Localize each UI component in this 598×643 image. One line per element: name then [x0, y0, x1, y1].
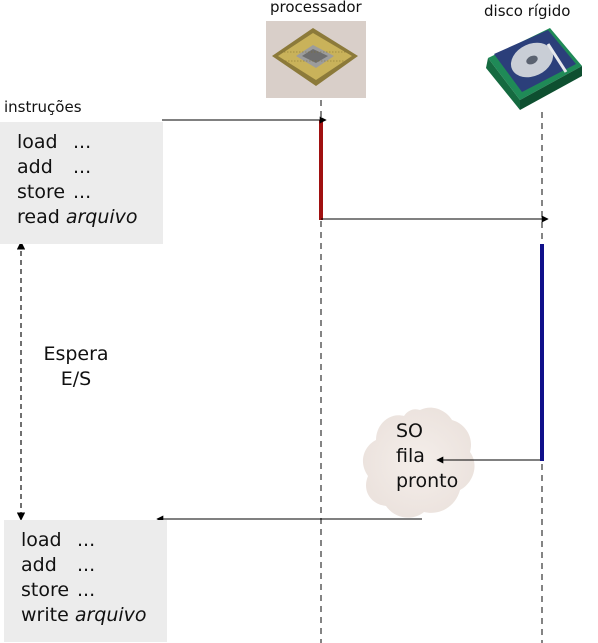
- code-line: store...: [17, 181, 92, 203]
- os-ready-queue-label: SO fila pronto: [396, 420, 459, 492]
- disk-label: disco rígido: [484, 2, 571, 20]
- code-line: add...: [21, 554, 96, 576]
- code-line: read arquivo: [17, 206, 138, 228]
- os-ready-queue-cloud: [362, 407, 475, 518]
- processor-label: processador: [270, 0, 362, 16]
- io-wait-label: Espera E/S: [43, 343, 109, 390]
- code-line: store...: [21, 579, 96, 601]
- code-line: write arquivo: [21, 604, 147, 626]
- code-line: load...: [17, 131, 92, 153]
- code-line: load...: [21, 529, 96, 551]
- instructions-label: instruções: [4, 98, 82, 116]
- hard-disk-icon: [486, 28, 582, 110]
- cpu-chip-icon: [266, 21, 366, 98]
- instruction-block-top: load... add... store... read arquivo: [0, 122, 163, 244]
- instruction-block-bottom: load... add... store... write arquivo: [4, 520, 167, 642]
- code-line: add...: [17, 156, 92, 178]
